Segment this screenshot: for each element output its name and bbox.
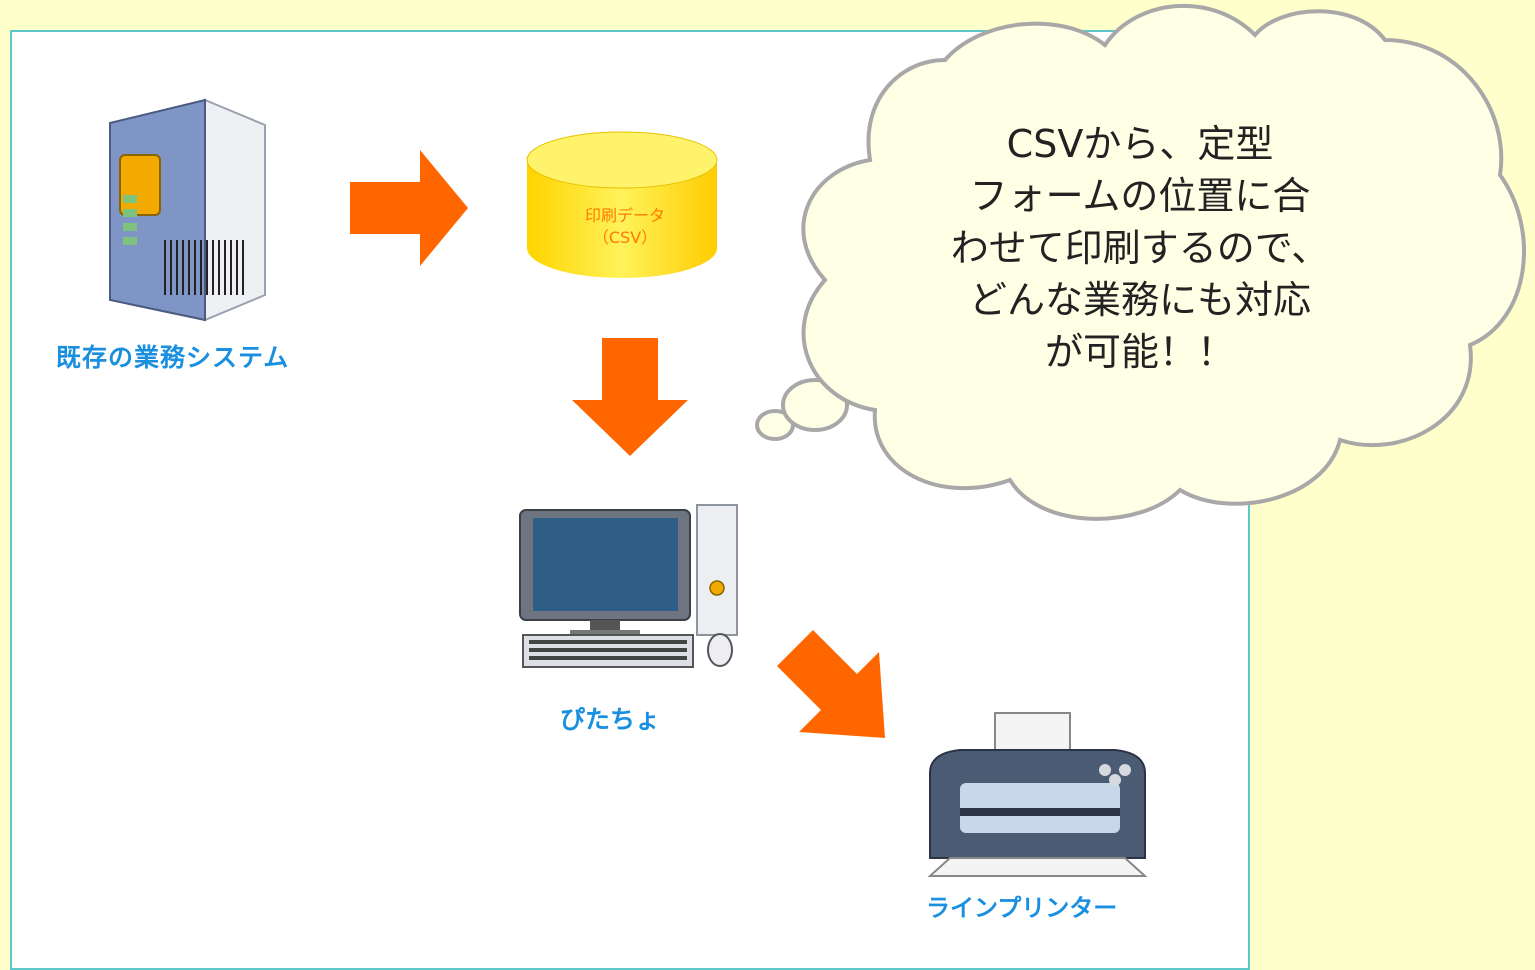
speech-bubble-line: フォームの位置に合 (969, 174, 1311, 218)
existing-system-label: 既存の業務システム (56, 343, 290, 372)
speech-bubble-line: CSVから、定型 (1006, 122, 1274, 166)
database-label-line1: 印刷データ (584, 206, 665, 225)
thought-cloud (755, 3, 1526, 521)
speech-bubble-line: が可能！！ (1044, 330, 1235, 374)
pitacho-label: ぴたちょ (560, 705, 661, 734)
speech-bubble-text: CSVから、定型 フォームの位置に合 わせて印刷するので、 どんな業務にも対応 … (905, 118, 1375, 378)
server-icon (109, 98, 266, 322)
database-icon (526, 131, 718, 278)
line-printer-label: ラインプリンター (926, 894, 1118, 922)
arrow-down (572, 338, 688, 456)
printer-icon (927, 712, 1148, 877)
database-label-line2: （CSV） (592, 228, 658, 247)
arrow-right (350, 150, 468, 266)
desktop-computer-icon (519, 504, 738, 668)
speech-bubble-line: わせて印刷するので、 (950, 226, 1330, 270)
database-label: 印刷データ （CSV） (535, 205, 715, 249)
speech-bubble-line: どんな業務にも対応 (968, 278, 1311, 322)
arrow-diagonal (777, 630, 885, 738)
